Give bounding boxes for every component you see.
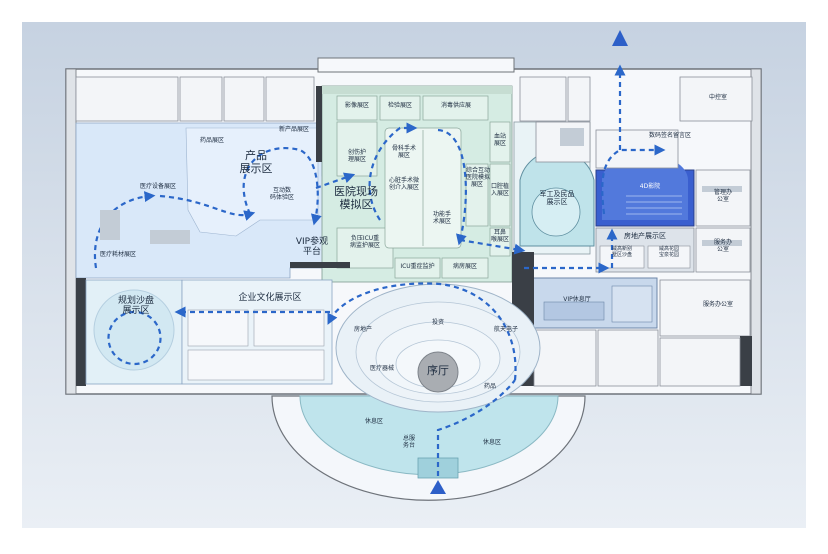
zone-real-estate: 房地产展示区 — [624, 232, 666, 240]
lower-right-rooms — [533, 329, 741, 387]
exit-arrow-icon — [612, 30, 628, 46]
right-offices — [595, 129, 751, 337]
zone-inspection: 检验展区 — [387, 102, 412, 109]
zone-medical-consumables: 医疗耗材展区 — [99, 251, 136, 258]
planning-sandtable-area — [85, 279, 183, 385]
zone-real-estate-small: 房地产 — [353, 326, 372, 333]
film-4d-area — [595, 154, 695, 227]
zone-weigao-garden: 威高花园 宝泉花园 — [658, 246, 679, 258]
zone-medical-equipment: 医疗设备展区 — [139, 183, 176, 190]
zone-ent: 耳鼻 喉展区 — [490, 229, 509, 243]
zone-investment: 投资 — [431, 319, 444, 326]
zone-vip-lounge: VIP休息厅 — [563, 296, 591, 303]
zone-digital-signing: 数码签名留言区 — [648, 132, 691, 139]
upper-left-rooms — [75, 76, 315, 122]
zone-negative-icu: 负压ICU重 病监护展区 — [349, 235, 380, 249]
zone-product: 产品 展示区 — [239, 149, 273, 175]
zone-disinfection: 消毒供应展 — [440, 102, 471, 109]
zone-rest-left: 休息区 — [364, 418, 383, 425]
zone-weigao-villa: 威高新别 墅区沙盘 — [611, 246, 632, 258]
zone-new-products: 新产品展区 — [278, 126, 309, 133]
culture-zone-area — [181, 279, 333, 385]
zone-interactive-experience: 互动数 码体验区 — [269, 187, 294, 201]
zone-front-desk: 总服 务台 — [402, 435, 415, 449]
zone-hospital-sim: 医院现场 模拟区 — [334, 185, 378, 211]
zone-military: 军工及民品 展示区 — [539, 190, 575, 207]
hospital-zone-area — [321, 85, 513, 283]
zone-icu: ICU重症监护 — [400, 263, 435, 270]
zone-film-4d: 4D影院 — [639, 183, 661, 190]
zone-medical-devices: 医疗器械 — [369, 365, 394, 372]
zone-ward: 病房展区 — [452, 263, 477, 270]
tour-route — [93, 64, 666, 476]
zone-rest-right: 休息区 — [482, 439, 501, 446]
zone-aerospace: 航天电子 — [493, 326, 518, 333]
zone-management-office: 管理办 公室 — [713, 189, 732, 203]
zone-lobby: 序厅 — [427, 364, 449, 377]
zone-cardiac: 心脏手术微 创介入展区 — [388, 177, 419, 191]
zone-pharmacy: 药品展区 — [199, 137, 224, 144]
zone-functional: 功能手 术展区 — [432, 211, 451, 225]
zone-service-office-long: 服务办公室 — [702, 301, 733, 308]
zone-vip-tour: VIP参观 平台 — [295, 237, 329, 258]
zone-culture: 企业文化展示区 — [238, 293, 302, 303]
zone-pharma-small: 药品 — [483, 383, 496, 390]
zone-central-control: 中控室 — [708, 94, 727, 101]
zone-blood-station: 血站 展区 — [493, 133, 506, 147]
zone-imaging: 影像展区 — [344, 102, 369, 109]
lobby-area — [335, 283, 541, 413]
vip-lounge-area — [532, 277, 658, 329]
zone-stomatology: 口腔植 入展区 — [490, 183, 509, 197]
zone-planning-sandtable: 规划沙盘 展示区 — [117, 296, 154, 317]
zone-wound-care: 创伤护 理展区 — [347, 149, 366, 163]
entrance-arrow-icon — [430, 480, 446, 494]
zone-orthopedic: 骨科手术 展区 — [391, 145, 416, 159]
decorative-furniture — [100, 128, 742, 246]
zone-service-office: 服务办 公室 — [713, 239, 732, 253]
zone-integrated: 综合互动 医院模拟 展区 — [466, 167, 491, 188]
